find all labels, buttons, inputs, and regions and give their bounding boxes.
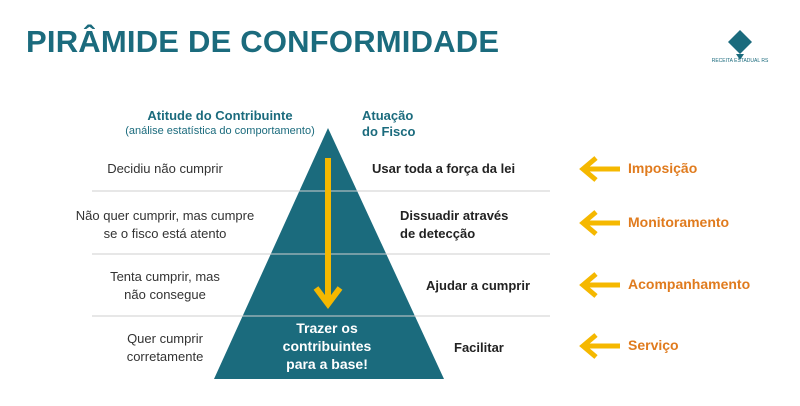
level-label-monitoramento: Monitoramento: [628, 214, 730, 230]
action-2-line1: Dissuadir através: [400, 208, 509, 223]
action-2-line2: de detecção: [400, 226, 476, 241]
attitude-3-line1: Tenta cumprir, mas: [110, 269, 220, 284]
action-label-1: Usar toda a força da lei: [372, 160, 552, 178]
attitude-4-line2: corretamente: [126, 349, 204, 364]
attitude-label-2: Não quer cumprir, mas cumpre se o fisco …: [40, 207, 290, 243]
action-3-line1: Ajudar a cumprir: [426, 278, 531, 293]
action-label-4: Facilitar: [454, 339, 634, 357]
attitude-label-4: Quer cumprir corretamente: [40, 330, 290, 366]
fisco-header-line2: do Fisco: [362, 124, 416, 139]
attitude-label-3: Tenta cumprir, mas não consegue: [40, 268, 290, 304]
page-title: PIRÂMIDE DE CONFORMIDADE: [26, 24, 500, 59]
base-text-line3: para a base!: [286, 356, 368, 372]
action-4-line1: Facilitar: [454, 340, 504, 355]
attitude-header-subtitle: (análise estatística do comportamento): [125, 125, 315, 137]
attitude-2-line2: se o fisco está atento: [103, 226, 227, 241]
attitude-3-line2: não consegue: [124, 287, 206, 302]
fisco-header-line1: Atuação: [362, 108, 414, 123]
base-text-line2: contribuintes: [282, 338, 372, 354]
base-text: Trazer os contribuintes para a base!: [262, 319, 392, 373]
down-arrow-icon: [313, 158, 343, 309]
left-arrow-icon: [579, 156, 620, 182]
left-arrow-icon: [579, 333, 620, 359]
attitude-label-1: Decidiu não cumprir: [40, 160, 290, 178]
attitude-1-line1: Decidiu não cumprir: [107, 161, 223, 176]
attitude-2-line1: Não quer cumprir, mas cumpre: [75, 208, 255, 223]
attitude-4-line1: Quer cumprir: [127, 331, 203, 346]
action-1-line1: Usar toda a força da lei: [372, 161, 516, 176]
action-label-3: Ajudar a cumprir: [426, 277, 606, 295]
logo-text: RECEITA ESTADUAL RS: [711, 58, 769, 64]
level-label-imposicao: Imposição: [628, 160, 698, 176]
attitude-column-header: Atitude do Contribuinte (análise estatís…: [100, 108, 340, 137]
level-label-servico: Serviço: [628, 337, 679, 353]
attitude-header-title: Atitude do Contribuinte: [147, 108, 293, 123]
left-arrow-icon: [579, 210, 620, 236]
base-text-line1: Trazer os: [296, 320, 358, 336]
level-label-acompanhamento: Acompanhamento: [628, 276, 751, 292]
left-arrow-icon: [579, 272, 620, 298]
action-label-2: Dissuadir através de detecção: [400, 207, 580, 243]
fisco-column-header: Atuação do Fisco: [362, 108, 415, 140]
receita-logo-icon: [728, 30, 752, 60]
